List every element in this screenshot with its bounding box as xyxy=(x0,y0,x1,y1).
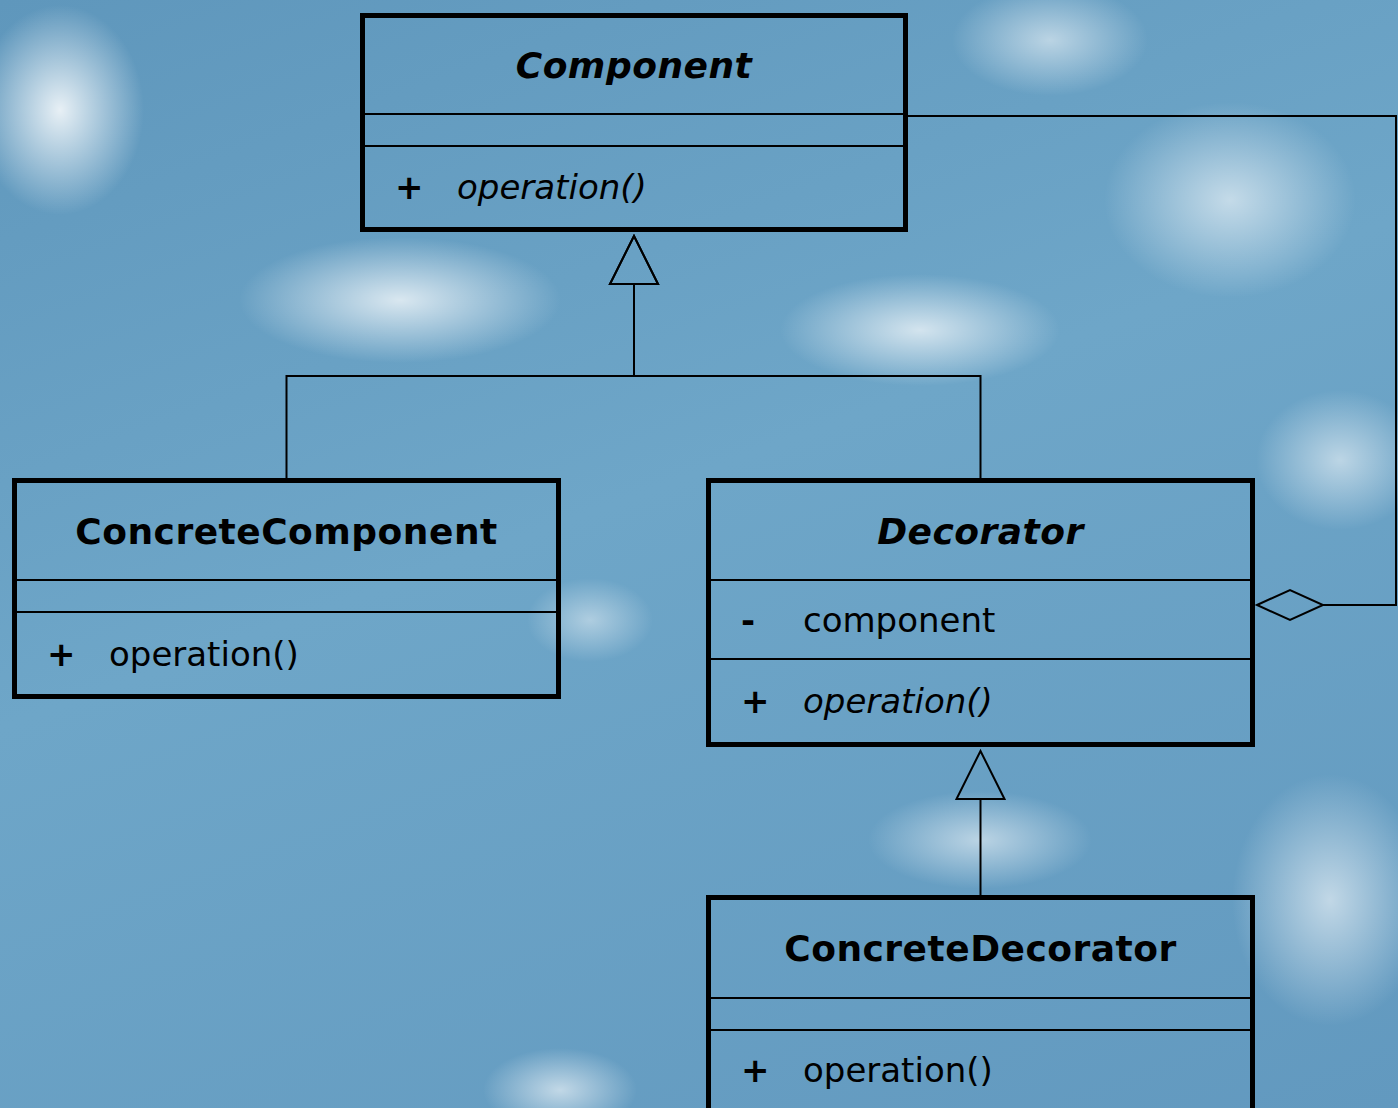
generalization-connector xyxy=(287,236,659,478)
generalization-line xyxy=(287,284,635,478)
operation-compartment: + operation() xyxy=(711,658,1250,742)
attribute-compartment: - component xyxy=(711,579,1250,658)
attribute-compartment xyxy=(711,997,1250,1029)
attribute-row: - component xyxy=(711,598,1250,642)
generalization-arrowhead xyxy=(610,236,658,284)
generalization-connector xyxy=(610,236,981,478)
class-box: Decorator - component + operation() xyxy=(706,478,1255,747)
aggregation-diamond xyxy=(1257,590,1323,620)
attribute-compartment xyxy=(365,113,903,145)
visibility-sign: - xyxy=(741,598,755,642)
generalization-line xyxy=(634,284,981,478)
operation-row: + operation() xyxy=(365,165,903,209)
operation-name: operation() xyxy=(457,165,647,209)
class-box: Component + operation() xyxy=(360,13,908,232)
visibility-sign: + xyxy=(741,679,770,723)
class-name-compartment: Component xyxy=(365,18,903,113)
operation-compartment: + operation() xyxy=(17,611,556,694)
generalization-arrowhead xyxy=(610,236,658,284)
visibility-sign: + xyxy=(395,165,424,209)
visibility-sign: + xyxy=(741,1048,770,1092)
class-name: ConcreteComponent xyxy=(17,511,556,552)
class-box: ConcreteDecorator + operation() xyxy=(706,895,1255,1108)
generalization-arrowhead xyxy=(957,751,1005,799)
class-box: ConcreteComponent + operation() xyxy=(12,478,561,699)
class-name-compartment: ConcreteDecorator xyxy=(711,900,1250,997)
operation-compartment: + operation() xyxy=(365,145,903,227)
operation-name: operation() xyxy=(803,679,993,723)
operation-name: operation() xyxy=(109,632,299,676)
operation-name: operation() xyxy=(803,1048,993,1092)
operation-compartment: + operation() xyxy=(711,1029,1250,1108)
visibility-sign: + xyxy=(47,632,76,676)
operation-row: + operation() xyxy=(711,1048,1250,1092)
generalization-connector xyxy=(957,751,1005,895)
attribute-name: component xyxy=(803,598,995,642)
operation-row: + operation() xyxy=(17,632,556,676)
class-name-compartment: ConcreteComponent xyxy=(17,483,556,579)
generalization-line xyxy=(980,799,982,895)
attribute-compartment xyxy=(17,579,556,611)
operation-row: + operation() xyxy=(711,679,1250,723)
class-name: ConcreteDecorator xyxy=(711,928,1250,969)
class-name: Component xyxy=(365,45,903,86)
class-name-compartment: Decorator xyxy=(711,483,1250,579)
class-name: Decorator xyxy=(711,511,1250,552)
